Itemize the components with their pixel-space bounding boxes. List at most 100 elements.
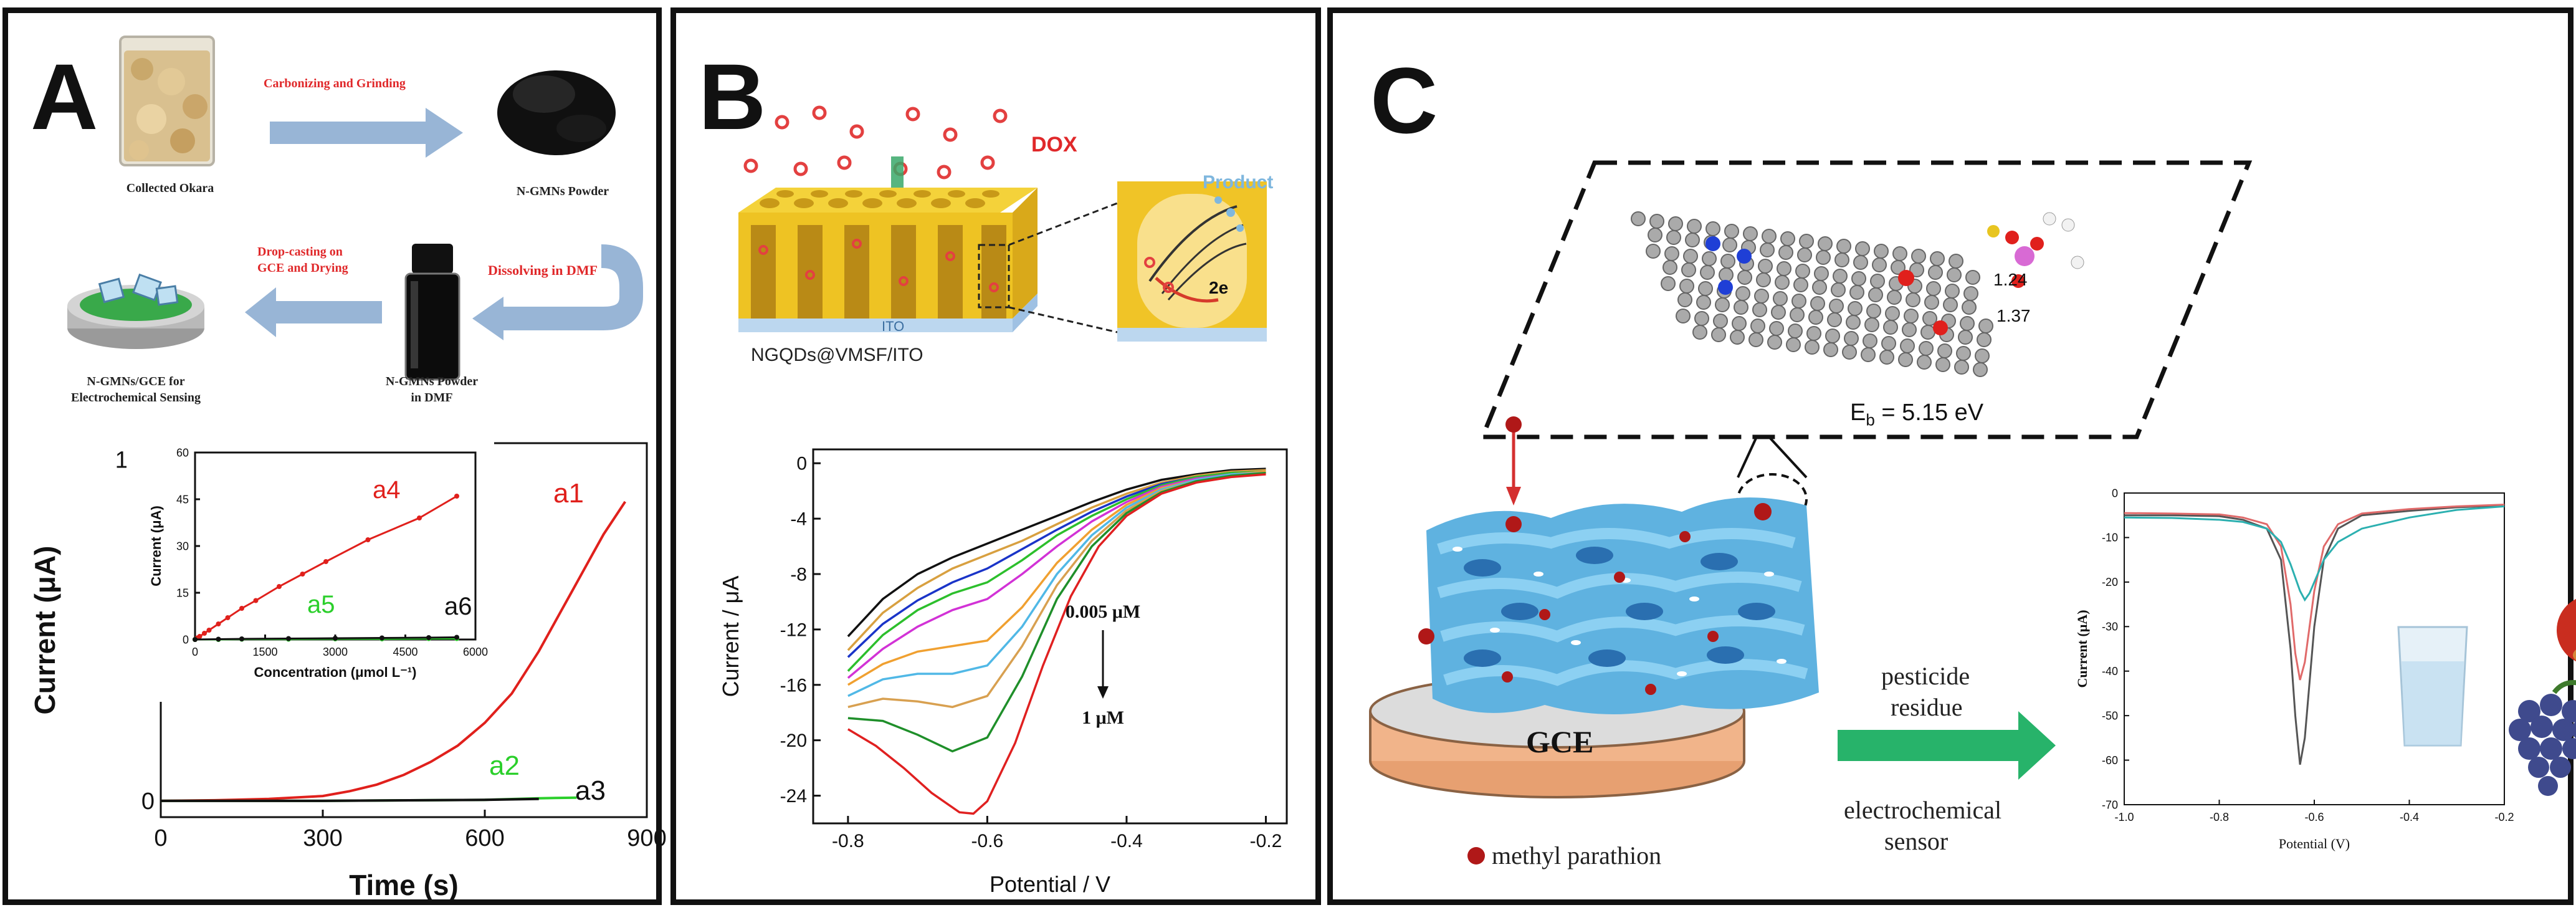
- graphene-atom: [1752, 302, 1767, 317]
- a-main-ylabel: Current (μA): [29, 546, 61, 715]
- dft-dashed-frame: [1479, 160, 2253, 439]
- graphene-atom: [1958, 330, 1973, 345]
- y-tick-label: -8: [790, 565, 807, 585]
- graphene-atom: [1713, 314, 1728, 328]
- graphene-atom: [1773, 291, 1788, 306]
- y-tick-label: -24: [780, 786, 807, 807]
- graphene-atom: [1806, 326, 1821, 341]
- A-inset-data-point: [454, 635, 459, 640]
- x-tick-label: -0.4: [2400, 811, 2419, 823]
- B-cv-series-line: [847, 467, 1266, 638]
- graphene-atom: [1833, 269, 1848, 284]
- graphene-atom: [1790, 307, 1805, 322]
- graphene-atom: [1743, 226, 1758, 241]
- A-inset-data-point: [426, 635, 431, 640]
- dissolving-step-label: Dissolving in DMF: [488, 262, 598, 278]
- binding-energy-subscript: b: [1866, 410, 1875, 429]
- x-tick-label: 0: [192, 646, 198, 658]
- y-tick-label: -20: [780, 731, 807, 751]
- B-cv-plot-frame: [812, 448, 1288, 825]
- dox-label: DOX: [1031, 133, 1077, 156]
- graphene-atom: [1730, 330, 1745, 345]
- A-inset-data-point: [333, 636, 338, 641]
- x-tick-label: 6000: [463, 646, 488, 658]
- B-cv-series-line: [847, 469, 1266, 651]
- A-inset-data-point: [193, 637, 198, 642]
- graphene-atom: [1799, 234, 1814, 249]
- b-conc-top: 0.005 μM: [1066, 601, 1140, 622]
- binding-energy-label: Eb = 5.15 eV: [1850, 400, 1983, 430]
- a-inset-series-label: a4: [373, 476, 401, 504]
- binding-energy-symbol: E: [1850, 400, 1866, 426]
- graphene-atom: [1978, 319, 1993, 333]
- graphene-atom: [1795, 264, 1810, 279]
- graphene-atom: [1861, 347, 1876, 362]
- pore-zoom-illustration: [1117, 181, 1267, 342]
- A-inset-data-point: [225, 615, 231, 620]
- panel-c-schematic: [1369, 160, 2576, 865]
- graphene-atom: [1892, 246, 1907, 261]
- graphene-atom: [1735, 286, 1750, 301]
- A-inset-data-point: [202, 631, 207, 636]
- graphene-atom: [1851, 271, 1866, 286]
- carbonizing-step-label: Carbonizing and Grinding: [264, 77, 406, 90]
- methyl-parathion-legend-dot: [1467, 847, 1485, 865]
- graphene-atom: [1863, 333, 1877, 348]
- A-inset-data-point: [417, 515, 422, 520]
- A-inset-data-point: [365, 537, 371, 542]
- panel-c-dpv-chart: -1.0-0.8-0.6-0.4-0.20-10-20-30-40-50-60-…: [2074, 487, 2514, 851]
- graphene-atom: [1705, 221, 1720, 236]
- final-caption-line2: Electrochemical Sensing: [71, 391, 201, 405]
- graphene-atom: [1849, 285, 1864, 300]
- graphene-atom: [1874, 244, 1889, 259]
- graphene-atom: [1864, 317, 1879, 332]
- sensing-arrow: [1838, 711, 2056, 780]
- graphene-atom: [1661, 276, 1676, 291]
- panel-a: A: [2, 7, 667, 905]
- y-tick-label: -10: [2102, 532, 2118, 544]
- y-tick-label: -70: [2102, 798, 2118, 811]
- dmf-vial-illustration: [404, 244, 460, 381]
- graphene-atom: [1662, 260, 1677, 275]
- vmsf-film-illustration: [738, 188, 1118, 333]
- binding-energy-value: = 5.15 eV: [1874, 400, 1984, 426]
- a-inset-xlabel: Concentration (μmol L⁻¹): [254, 664, 417, 680]
- panel-b: B: [670, 7, 1321, 905]
- A-main-series-line: [160, 501, 626, 802]
- A-inset-data-point: [253, 598, 259, 603]
- graphene-atom: [1720, 254, 1735, 269]
- panel-b-cv-chart: -0.8-0.6-0.4-0.20-4-8-12-16-20-24Potenti…: [718, 448, 1288, 897]
- graphene-atom: [1677, 292, 1692, 307]
- graphene-atom: [1956, 346, 1971, 361]
- graphene-atom: [1949, 254, 1963, 269]
- graphene-atom: [1904, 309, 1919, 323]
- x-tick-label: 0: [154, 825, 167, 851]
- graphene-atom: [1780, 231, 1795, 246]
- A-inset-data-point: [239, 606, 244, 611]
- panel-b-vmsf-schematic: [738, 105, 1267, 342]
- A-inset-data-point: [454, 494, 459, 499]
- C-dpv-series-line: [2124, 505, 2505, 602]
- A-inset-data-point: [277, 584, 282, 589]
- c-ylabel: Current (μA): [2074, 610, 2090, 687]
- A-inset-data-point: [286, 636, 291, 641]
- b-ylabel: Current / μA: [718, 576, 743, 697]
- x-tick-label: 300: [303, 825, 342, 851]
- graphene-atom: [1885, 306, 1900, 321]
- graphene-atom: [1758, 259, 1773, 274]
- b-conc-bottom: 1 μM: [1082, 707, 1124, 728]
- graphene-atom: [1676, 309, 1691, 323]
- drop-casting-label-line1: Drop-casting on: [257, 245, 343, 259]
- pesticide-label: pesticide: [1881, 662, 1970, 690]
- y-tick-label: -40: [2102, 665, 2118, 678]
- C-dpv-plot-frame: [2124, 492, 2505, 805]
- graphene-atom: [1748, 332, 1763, 347]
- x-tick-label: -1.0: [2114, 811, 2134, 823]
- a-inset-ylabel: Current (μA): [148, 505, 164, 587]
- final-caption-line1: N-GMNs/GCE for: [87, 375, 185, 388]
- A-inset-series-line: [194, 636, 457, 641]
- y-tick-label: -60: [2102, 754, 2118, 767]
- a-main-series-label: a2: [489, 750, 520, 781]
- gce-electrode-illustration: [67, 273, 204, 349]
- device-caption: NGQDs@VMSF/ITO: [751, 345, 923, 365]
